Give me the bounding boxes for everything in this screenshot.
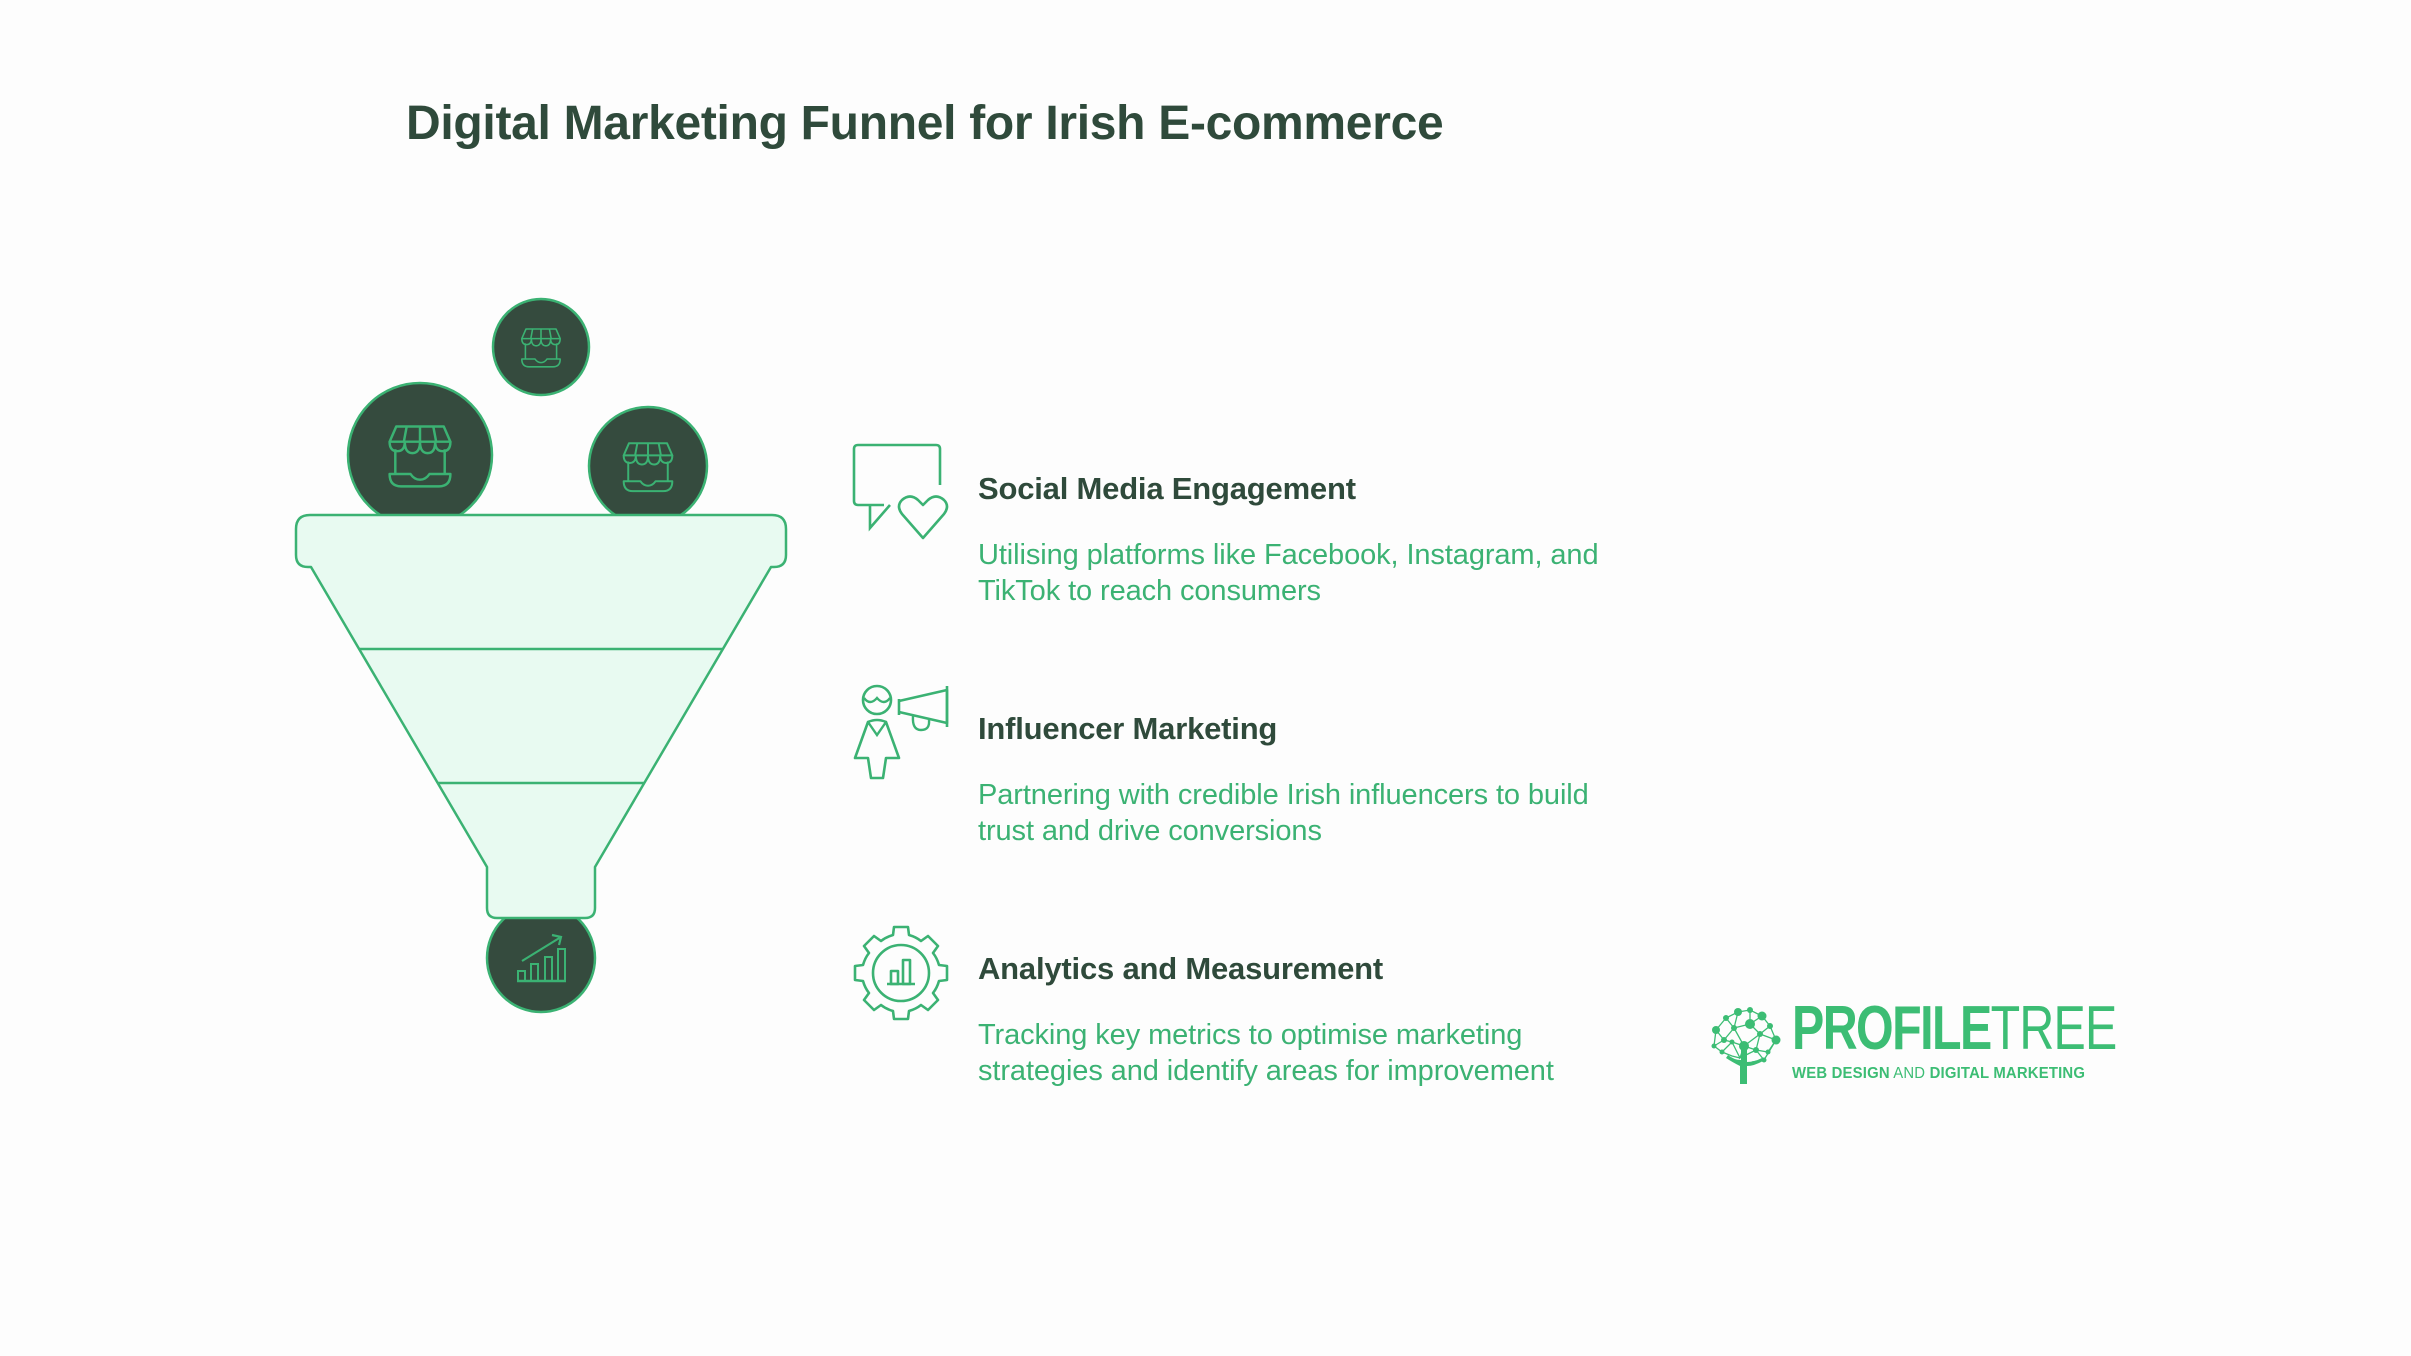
chat-heart-icon [852,443,949,540]
item-heading: Analytics and Measurement [978,951,1384,986]
funnel-graphic [294,297,788,1014]
item-social-media: Social Media Engagement Utilising platfo… [978,471,1618,609]
storefront-circle-right [587,405,709,527]
item-description: Tracking key metrics to optimise marketi… [978,1019,1554,1087]
item-heading: Influencer Marketing [978,711,1278,746]
item-analytics: Analytics and Measurement Tracking key m… [978,951,1618,1089]
storefront-circle-top [491,297,591,397]
logo-wordmark: PROFILETREE [1792,994,2117,1063]
logo-tagline: WEB DESIGN AND DIGITAL MARKETING [1792,1065,2086,1082]
item-influencer: Influencer Marketing Partnering with cre… [978,711,1618,849]
storefront-circle-large [346,381,494,529]
funnel-body [294,513,788,920]
item-description: Utilising platforms like Facebook, Insta… [978,539,1599,607]
tree-network-icon [1711,1007,1781,1084]
item-heading: Social Media Engagement [978,471,1356,506]
profiletree-logo: PROFILETREE WEB DESIGN AND DIGITAL MARKE… [1704,996,2117,1088]
item-description: Partnering with credible Irish influence… [978,779,1589,847]
gear-chart-icon [853,925,949,1021]
growth-chart-circle [485,902,597,1014]
page-title: Digital Marketing Funnel for Irish E-com… [406,97,1444,150]
influencer-megaphone-icon [853,684,949,780]
